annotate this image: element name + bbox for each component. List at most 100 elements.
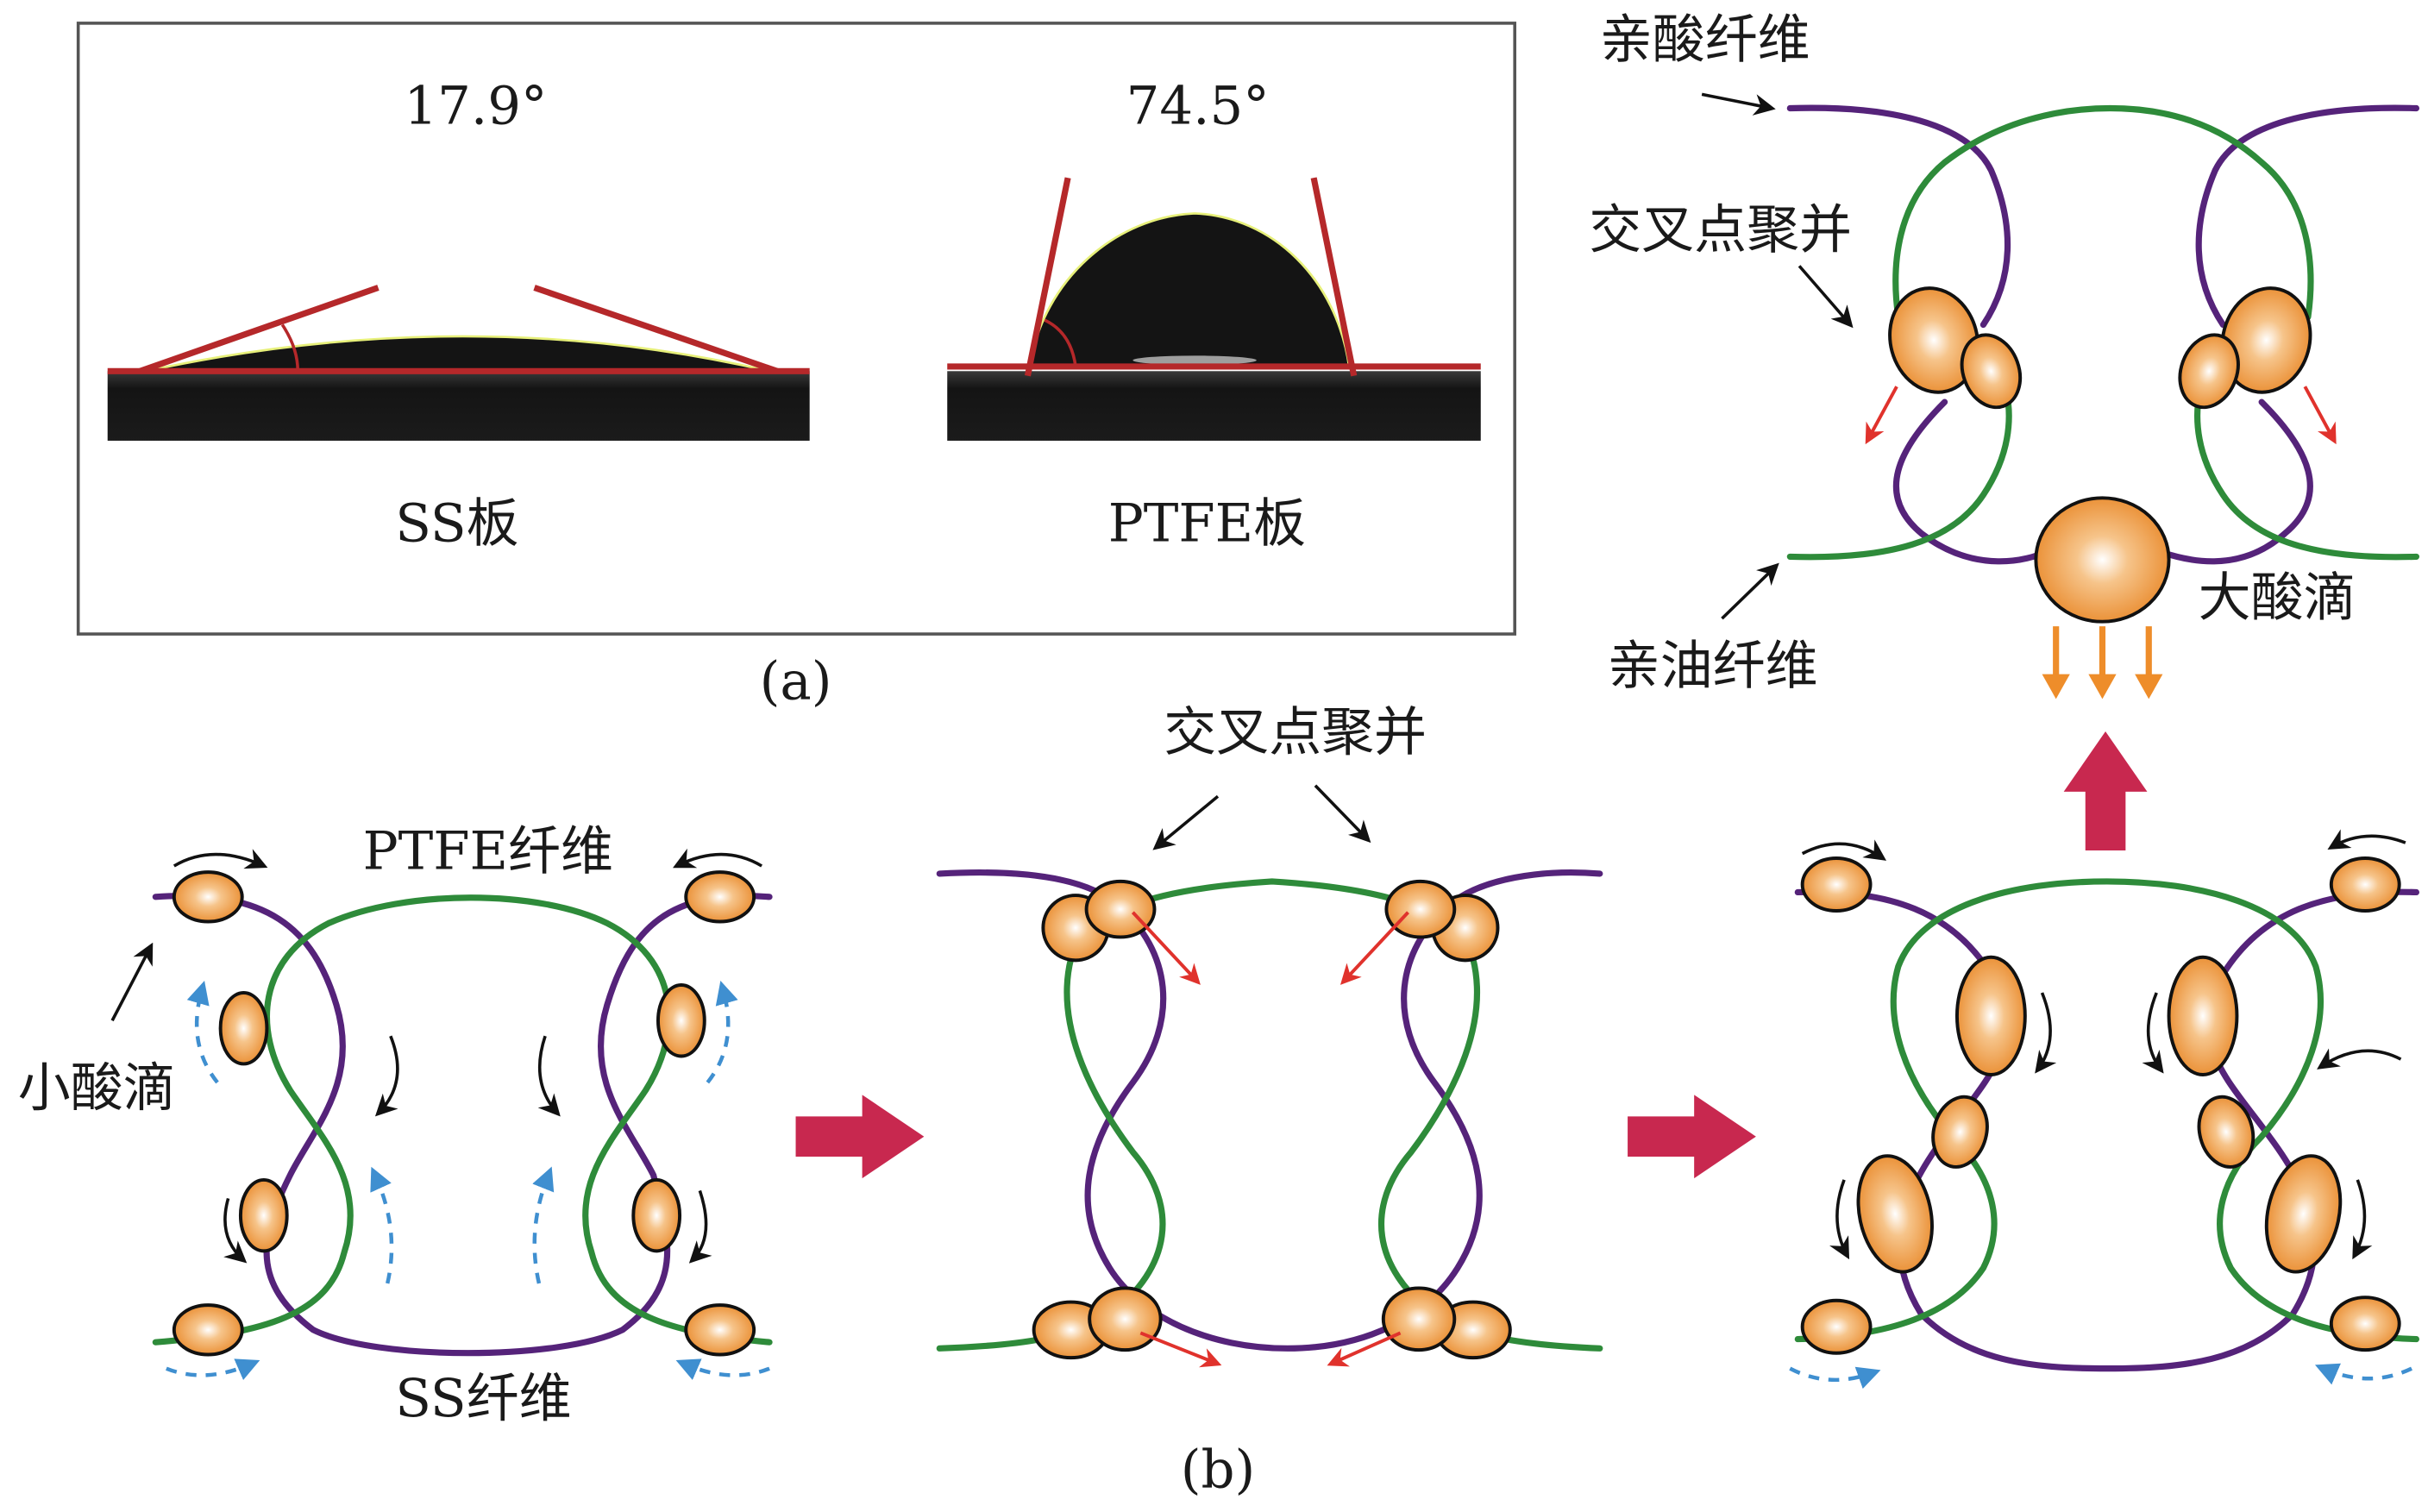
ptfe-fiber-label: PTFE纤维 [363,821,613,882]
ss-angle-arc [280,323,300,372]
large-droplet-label: 大酸滴 [2199,568,2356,629]
acid-droplet [2329,1296,2401,1352]
flow-arrow [675,1358,770,1381]
acid-droplet [1960,333,2023,410]
motion-arrow [2352,1179,2373,1260]
small-acid-droplet [631,1177,682,1253]
stage-4-large-droplet: 亲酸纤维 交叉点聚并 亲油纤维 大酸滴 [1589,9,2420,700]
acid-droplet [1381,1286,1457,1352]
coalesce-arrow [1139,1331,1222,1368]
ss-fiber [936,869,1603,1352]
pointer-arrow [1797,265,1854,329]
ptfe-fiber [936,878,1603,1352]
acid-droplet [1931,1095,1989,1169]
acidophilic-fiber-label: 亲酸纤维 [1600,9,1810,70]
flow-arrow [1789,1366,1881,1390]
acid-droplet [1084,879,1157,939]
ptfe-tangent-right [1310,177,1358,377]
coalescing-droplet-pair [1381,1286,1512,1360]
small-acid-droplet [172,870,244,924]
flow-arrow [2314,1363,2413,1385]
acid-droplet [2329,856,2401,913]
ptfe-plate-label: PTFE板 [1108,492,1306,554]
coalescing-droplet-pair [1384,879,1500,963]
motion-arrow [374,1035,399,1117]
ss-tangent-right [533,285,779,374]
ptfe-droplet-highlight [1132,355,1257,366]
flow-arrow [166,1358,260,1381]
pointer-arrow [110,942,154,1022]
coalesce-arrow [1339,911,1409,985]
oleophilic-fiber-label: 亲油纤维 [1608,635,1818,696]
acid-droplet [2197,1095,2255,1169]
small-acid-droplet [656,983,706,1058]
motion-arrow [1801,839,1887,861]
ss-tangent-left [139,285,380,374]
small-acid-droplet [218,991,269,1066]
acidophilic-fiber [1786,104,2420,565]
fall-arrow-head [2088,674,2117,700]
ss-contact-angle-label: 17.9° [404,75,547,136]
acid-droplet [2178,333,2240,410]
ptfe-tangent-left [1024,177,1071,377]
fall-arrows [2042,626,2163,700]
motion-arrow [1829,1179,1850,1260]
crosspoint-coalescence-label: 交叉点聚并 [1164,702,1427,763]
panel-a: 17.9° SS板 74.5° PTFE板 (a) [76,22,1516,712]
process-arrow-right [1628,1095,1756,1179]
motion-arrow [2317,1048,2402,1070]
motion-arrow [673,848,763,869]
acid-droplet [1384,879,1457,939]
coalesce-arrow [1865,386,1898,445]
acid-droplet [2220,286,2312,394]
pointer-arrow [1721,562,1779,620]
fall-arrow-head [2042,674,2070,700]
fall-arrow-head [2135,674,2163,700]
stage-1-small-droplets: PTFE纤维 小酸滴 SS纤维 [18,821,773,1429]
acid-droplet [2264,1154,2343,1274]
pointer-arrow [1314,784,1371,844]
ss-fiber [1794,888,2420,1372]
crosspoint-coalescence-label: 交叉点聚并 [1589,199,1852,260]
ptfe-droplet [1027,212,1351,370]
ptfe-angle-arc [1044,318,1077,367]
flow-arrow [186,981,219,1084]
ss-fiber-label: SS纤维 [395,1368,571,1429]
coalesce-arrow [1131,911,1201,985]
ss-plate-label: SS板 [395,492,518,554]
motion-arrow [537,1035,561,1117]
coalescing-droplet-pair [1032,1286,1163,1360]
ss-droplet [146,335,770,373]
motion-arrow [2035,992,2057,1074]
ptfe-plate-sample: 74.5° PTFE板 [947,75,1481,554]
coalesce-arrow [1327,1331,1402,1367]
motion-arrow [688,1189,712,1264]
flow-arrow [706,981,738,1084]
motion-arrow [173,849,268,869]
flow-arrow [532,1166,555,1284]
ptfe-fiber [1794,878,2420,1343]
ptfe-contact-angle-label: 74.5° [1126,75,1270,136]
panel-b-caption: (b) [1181,1440,1256,1501]
coalescing-droplet-pair [1041,879,1157,963]
motion-arrow [2142,992,2164,1074]
acid-droplet [1800,856,1873,913]
large-acid-droplet [2034,496,2171,624]
acid-droplet [1800,1298,1873,1355]
acid-droplet [1856,1154,1934,1274]
motion-arrow [2327,829,2406,850]
ptfe-plate [947,371,1481,441]
ss-fiber [152,893,773,1357]
flow-arrow [370,1166,394,1284]
small-acid-droplet [684,1303,756,1357]
pointer-arrow [1152,794,1220,850]
stage-2-crosspoint-coalescence: 交叉点聚并 [936,702,1603,1368]
small-acid-droplet [684,870,756,924]
acid-droplet [2167,955,2239,1076]
process-arrow-right [795,1095,925,1179]
small-acid-droplet [238,1177,289,1253]
ptfe-fiber [152,894,773,1346]
oleophilic-fiber [1786,104,2420,561]
pointer-arrow [1701,92,1776,116]
